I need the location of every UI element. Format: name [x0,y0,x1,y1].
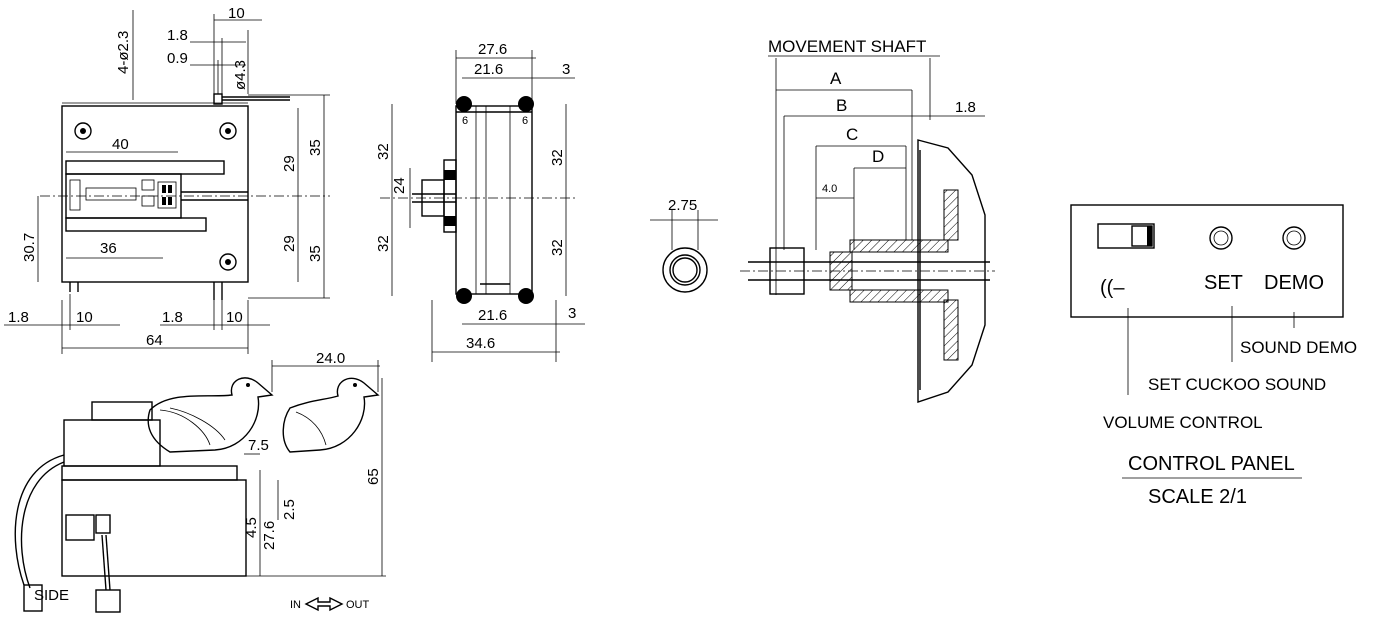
dim-move: 24.0 [316,350,345,367]
dim-top-off: 3 [562,61,570,78]
side-view: 27.6 21.6 3 6 6 32 32 24 32 32 21.6 3 34… [375,41,585,362]
dim-inner-top: 40 [112,136,129,153]
section-gap: 1.8 [955,99,976,116]
volume-control-label: VOLUME CONTROL [1103,413,1263,432]
volume-symbol: ((– [1100,277,1125,299]
dim-lower-a: 29 [281,235,298,252]
sound-demo-label: SOUND DEMO [1240,338,1357,357]
bird-side-view: 24.0 7.5 65 4.5 27.6 2.5 SIDE IN OUT [14,350,386,613]
dim-overall-w: 64 [146,332,163,349]
dim-right-low: 32 [549,239,566,256]
dim-offset-b: 0.9 [167,50,188,67]
set-label: SET [1204,272,1243,294]
dim-upper-a: 29 [281,155,298,172]
section-title: MOVEMENT SHAFT [768,37,926,56]
screw-hole-icon [74,122,237,271]
dim-left-low: 32 [375,235,392,252]
set-cuckoo-label: SET CUCKOO SOUND [1148,375,1326,394]
dim-br-a: 1.8 [162,309,183,326]
dim-inner-top: 21.6 [474,61,503,78]
demo-label: DEMO [1264,272,1324,294]
dim-bl-b: 10 [76,309,93,326]
dim-lower-b: 35 [307,245,324,262]
section-b: B [836,96,847,115]
bird-icon [282,377,380,453]
dim-top-width: 10 [228,5,245,22]
dim-left-up: 32 [375,143,392,160]
dim-bottom-off: 3 [568,305,576,322]
dim-h276: 27.6 [261,521,278,550]
control-panel: ((– SET DEMO SOUND DEMO SET CUCKOO SOUND… [1070,204,1357,508]
dim-nut: 2.75 [668,197,697,214]
dim-h65: 65 [365,468,382,485]
dim-br-b: 10 [226,309,243,326]
dim-holes: 4-ø2.3 [115,31,132,74]
dim-h25: 2.5 [281,499,298,520]
out-label: OUT [346,599,370,611]
dim-offset-a: 1.8 [167,27,188,44]
section-a: A [830,69,842,88]
dim-inner-bottom: 36 [100,240,117,257]
dim-corner-l: 6 [462,115,468,127]
set-button-icon [1209,226,1233,250]
dim-h45: 4.5 [243,517,260,538]
dim-corner-r: 6 [522,115,528,127]
dim-bottom-w: 34.6 [466,335,495,352]
in-out-arrow-icon [304,596,344,612]
section-c: C [846,125,858,144]
dim-upper-b: 35 [307,139,324,156]
shaft-section: MOVEMENT SHAFT A B C D 1.8 4.0 [740,37,995,403]
dim-bl-a: 1.8 [8,309,29,326]
in-label: IN [290,599,301,611]
panel-scale: SCALE 2/1 [1148,486,1247,508]
dim-right-up: 32 [549,149,566,166]
section-d: D [872,147,884,166]
dim-mid: 24 [391,177,408,194]
section-d-val: 4.0 [822,183,837,195]
panel-caption: CONTROL PANEL [1128,453,1295,475]
dim-top-w: 27.6 [478,41,507,58]
dim-h7: 7.5 [248,437,269,454]
demo-button-icon [1282,226,1306,250]
front-body-outline [61,105,249,283]
dim-inner-bottom: 21.6 [478,307,507,324]
bird-icon [147,377,274,453]
dim-shaft-dia: ø4.3 [232,60,249,90]
side-label: SIDE [34,587,69,604]
dim-left-h: 30.7 [21,233,38,262]
front-view: 10 1.8 0.9 4-ø2.3 ø4.3 40 36 30.7 29 35 … [4,5,330,354]
shaft-nut: 2.75 [650,197,718,293]
